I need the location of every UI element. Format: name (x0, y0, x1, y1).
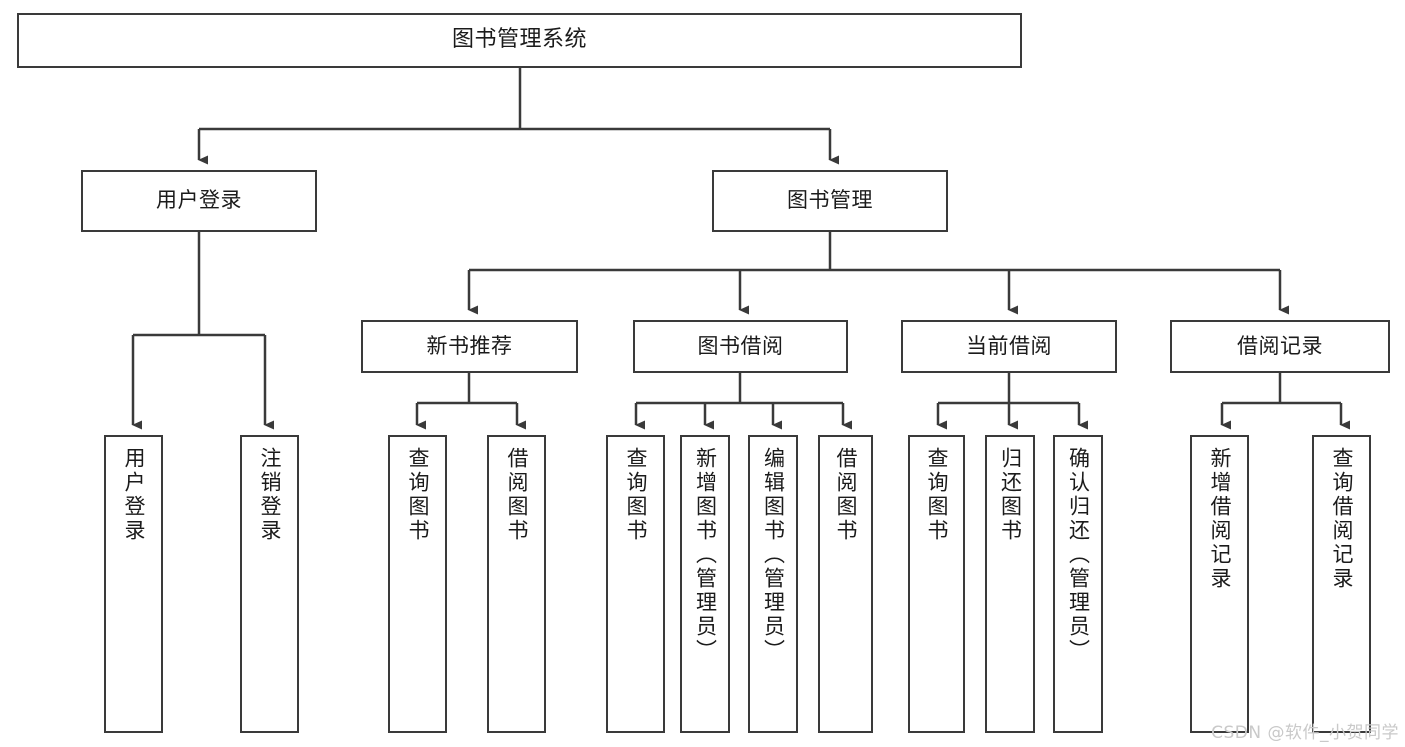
node-label: 查询借阅记录 (1330, 447, 1354, 591)
node-label: 新书推荐 (426, 333, 513, 358)
node-label: 查询图书 (925, 447, 949, 543)
node-system-root: 图书管理系统 (17, 13, 1022, 68)
leaf-borrow-add-book-admin: 新增图书（管理员） (680, 435, 730, 733)
node-label: 图书管理 (787, 188, 873, 213)
node-label: 用户登录 (122, 447, 146, 543)
node-label: 查询图书 (624, 447, 648, 543)
node-label: 确认归还（管理员） (1066, 447, 1091, 663)
leaf-record-add-borrow-record: 新增借阅记录 (1190, 435, 1249, 733)
leaf-record-query-borrow-record: 查询借阅记录 (1312, 435, 1371, 733)
node-label: 查询图书 (406, 447, 430, 543)
node-label: 借阅图书 (505, 447, 529, 543)
leaf-new-book-query-book: 查询图书 (388, 435, 447, 733)
node-user-login: 用户登录 (81, 170, 317, 232)
leaf-current-confirm-return-admin: 确认归还（管理员） (1053, 435, 1103, 733)
leaf-new-book-borrow-book: 借阅图书 (487, 435, 546, 733)
node-borrow-record: 借阅记录 (1170, 320, 1390, 373)
node-current-borrow: 当前借阅 (901, 320, 1117, 373)
node-label: 归还图书 (998, 447, 1023, 543)
leaf-borrow-edit-book-admin: 编辑图书（管理员） (748, 435, 798, 733)
node-book-borrow: 图书借阅 (633, 320, 848, 373)
node-book-management: 图书管理 (712, 170, 948, 232)
leaf-user-login-signin: 用户登录 (104, 435, 163, 733)
node-label: 借阅图书 (834, 447, 858, 543)
csdn-watermark: CSDN @软件_小贺同学 (1211, 723, 1399, 743)
leaf-user-login-logout: 注销登录 (240, 435, 299, 733)
node-new-book-recommend: 新书推荐 (361, 320, 578, 373)
node-label: 新增借阅记录 (1208, 447, 1232, 591)
node-label: 当前借阅 (966, 333, 1052, 358)
node-label: 编辑图书（管理员） (761, 447, 786, 663)
node-label: 图书管理系统 (451, 27, 587, 53)
node-label: 新增图书（管理员） (693, 447, 718, 663)
leaf-current-query-book: 查询图书 (908, 435, 965, 733)
leaf-borrow-query-book: 查询图书 (606, 435, 665, 733)
leaf-borrow-borrow-book: 借阅图书 (818, 435, 873, 733)
node-label: 借阅记录 (1237, 333, 1323, 358)
node-label: 用户登录 (156, 188, 242, 213)
node-label: 注销登录 (258, 447, 282, 543)
leaf-current-return-book: 归还图书 (985, 435, 1035, 733)
node-label: 图书借阅 (697, 333, 784, 358)
